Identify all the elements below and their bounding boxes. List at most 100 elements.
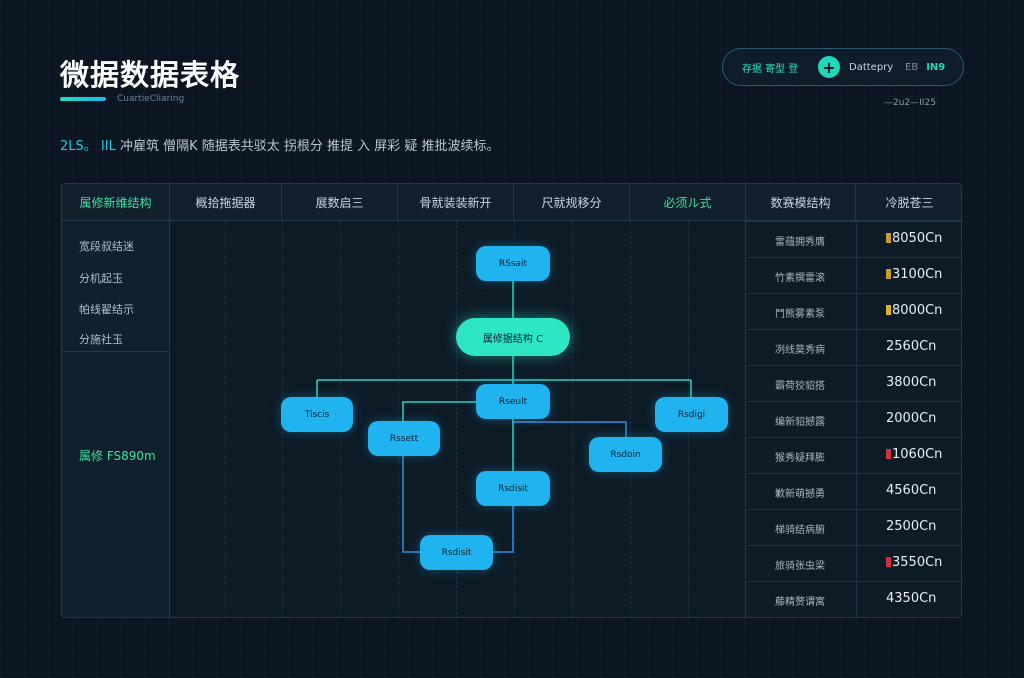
row-value-text: 3800Cn <box>886 375 937 390</box>
row-divider <box>856 546 857 582</box>
row-value: 1060Cn <box>886 447 942 462</box>
row-label: 编新貂撼露 <box>775 417 825 428</box>
row-value-marker <box>886 557 891 567</box>
pill-left-label[interactable]: 存据 寄型 登 <box>742 63 799 75</box>
row-divider <box>856 402 857 438</box>
edge-line <box>513 421 627 437</box>
row-divider <box>856 294 857 330</box>
row-label: 梯骑结病腑 <box>775 525 825 536</box>
row-divider <box>856 366 857 402</box>
row-value: 3800Cn <box>886 375 936 390</box>
row-value-marker <box>886 269 891 279</box>
pill-mid-label[interactable]: Dattepry <box>849 61 894 73</box>
row-value-marker <box>886 233 891 243</box>
column-header[interactable]: 数赛模结构 <box>746 184 856 221</box>
table-row[interactable]: 旅骑张虫梁 3550Cn <box>745 545 961 582</box>
row-value: 4560Cn <box>886 483 936 498</box>
title-accent-bar <box>60 97 106 101</box>
row-value-text: 3100Cn <box>892 267 943 282</box>
table-row[interactable]: 藤精赘谓寓 4350Cn <box>745 581 961 617</box>
pill-right-label[interactable]: EB IN9 <box>905 62 945 73</box>
row-value-text: 4350Cn <box>886 591 937 606</box>
row-divider <box>856 222 857 258</box>
left-item[interactable]: 宽段叔结迷 <box>79 240 134 253</box>
flow-node-main[interactable]: 属修据结构 C <box>456 318 570 356</box>
table-row[interactable]: 竹素撰雷滚 3100Cn <box>745 257 961 294</box>
row-label: 藤精赘谓寓 <box>775 597 825 608</box>
table-row[interactable]: 雷蕴拥秀膺 8050Cn <box>745 221 961 258</box>
flow-node-left[interactable]: Tiscis <box>281 397 353 432</box>
data-table-panel: 属修新维结构 概拾拖据器 展数启三 骨就装装新开 尺就规移分 必须ル式 数赛模结… <box>61 183 962 618</box>
table-row[interactable]: 冽线莫秀病 2560Cn <box>745 329 961 366</box>
flow-node-mid[interactable]: Rseult <box>476 384 550 419</box>
table-row[interactable]: 编新貂撼露 2000Cn <box>745 401 961 438</box>
row-value-text: 3550Cn <box>892 555 943 570</box>
row-value: 4350Cn <box>886 591 936 606</box>
grid-line <box>745 221 746 617</box>
flow-node-left2[interactable]: Rssett <box>368 421 440 456</box>
flow-node-root[interactable]: RSsait <box>476 246 550 281</box>
column-header[interactable]: 展数启三 <box>282 184 398 221</box>
column-header[interactable]: 冷脱苍三 <box>885 196 934 210</box>
row-value-text: 2560Cn <box>886 339 937 354</box>
row-value-text: 8000Cn <box>892 303 943 318</box>
row-label: 旅骑张虫梁 <box>775 561 825 572</box>
left-item[interactable]: 帕线翟结示 <box>79 303 134 316</box>
edge-line <box>402 401 476 421</box>
flow-node-low[interactable]: Rsdisit <box>476 471 550 506</box>
row-divider <box>856 582 857 617</box>
row-divider <box>856 258 857 294</box>
page-subtitle: CuartieCliaring <box>117 94 185 104</box>
column-header[interactable]: 骨就装装新开 <box>398 184 514 221</box>
row-value: 3100Cn <box>886 267 942 282</box>
row-value-text: 2500Cn <box>886 519 937 534</box>
flow-node-bottom[interactable]: Rsdisit <box>420 535 493 570</box>
row-label: 竹素撰雷滚 <box>775 273 825 284</box>
row-label: 雷蕴拥秀膺 <box>775 237 825 248</box>
table-row[interactable]: 猴秀疑拜膨 1060Cn <box>745 437 961 474</box>
row-divider <box>856 330 857 366</box>
table-row[interactable]: 霸荷狡貂搭 3800Cn <box>745 365 961 402</box>
row-label: 霸荷狡貂搭 <box>775 381 825 392</box>
row-value: 8050Cn <box>886 231 942 246</box>
row-value: 3550Cn <box>886 555 942 570</box>
left-category-column: 宽段叔结迷 分机起玉 帕线翟结示 分施社玉 属修 FS890m <box>62 221 170 617</box>
row-value: 2000Cn <box>886 411 936 426</box>
pill-right-dim: EB <box>905 61 919 73</box>
date-label: —2u2—II25 <box>884 98 936 108</box>
row-divider <box>856 438 857 474</box>
left-divider <box>62 351 170 352</box>
table-header: 属修新维结构 概拾拖据器 展数启三 骨就装装新开 尺就规移分 必须ル式 数赛模结… <box>62 184 961 221</box>
left-highlight-value: 属修 FS890m <box>79 449 156 463</box>
row-value-text: 2000Cn <box>886 411 937 426</box>
grid-line <box>398 221 399 617</box>
grid-line <box>225 221 226 617</box>
pill-right-bold: IN9 <box>926 61 946 73</box>
edge-line <box>402 455 420 553</box>
column-header[interactable]: 属修新维结构 <box>62 184 170 221</box>
left-item[interactable]: 分施社玉 <box>79 333 123 346</box>
row-divider <box>856 474 857 510</box>
flow-node-right[interactable]: Rsdigi <box>655 397 728 432</box>
toolbar-pill[interactable]: 存据 寄型 登 + Dattepry EB IN9 <box>722 48 964 86</box>
row-label: 冽线莫秀病 <box>775 345 825 356</box>
column-header[interactable]: 必须ル式 <box>630 184 746 221</box>
row-divider <box>856 510 857 546</box>
column-header[interactable]: 尺就规移分 <box>514 184 630 221</box>
row-label: 猴秀疑拜膨 <box>775 453 825 464</box>
description-highlight: 2LS。 IIL <box>60 139 116 154</box>
column-header[interactable]: 概拾拖据器 <box>170 184 282 221</box>
grid-line <box>572 221 573 617</box>
flow-node-right2[interactable]: Rsdoin <box>589 437 662 472</box>
table-row[interactable]: 梯骑结病腑 2500Cn <box>745 509 961 546</box>
row-value-text: 4560Cn <box>886 483 937 498</box>
left-item[interactable]: 分机起玉 <box>79 272 123 285</box>
add-button[interactable]: + <box>818 56 840 78</box>
row-value-marker <box>886 305 891 315</box>
description-text: 冲雇筑 僧隔K 随据表共驳太 拐根分 推提 入 屏彩 疑 推批波续标。 <box>119 139 500 154</box>
diagram-connectors <box>316 281 692 553</box>
page-title: 微据数据表格 <box>60 58 241 92</box>
row-value: 8000Cn <box>886 303 942 318</box>
